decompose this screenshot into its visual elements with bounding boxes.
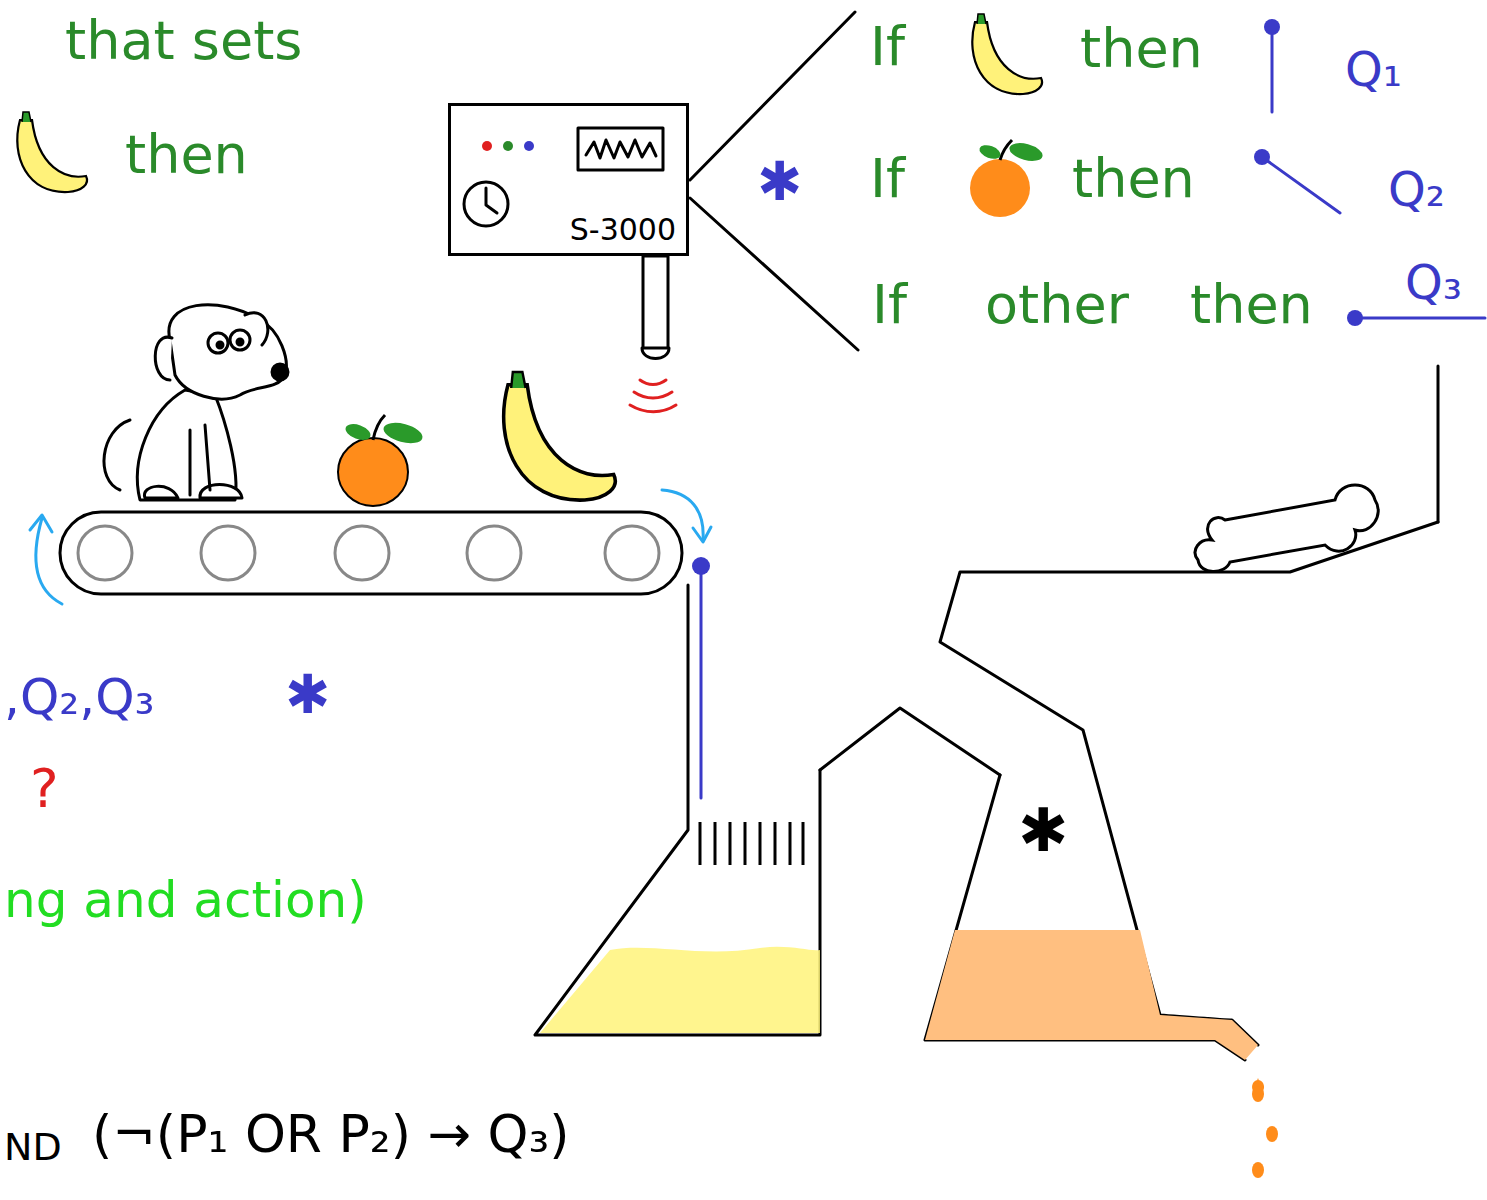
yellow-juice bbox=[540, 947, 820, 1033]
output-list: ,Q₂,Q₃ bbox=[4, 672, 155, 722]
note-text: then bbox=[125, 128, 248, 182]
formula-text: ND bbox=[4, 1128, 62, 1166]
juice-drips bbox=[1252, 1078, 1278, 1178]
banana bbox=[972, 14, 1042, 94]
scan-waves bbox=[630, 380, 676, 412]
rule-text: then bbox=[1072, 152, 1195, 206]
measure-ticks bbox=[700, 822, 803, 865]
orange-fruit bbox=[338, 415, 425, 506]
dog bbox=[104, 305, 288, 500]
note-text: ng and action) bbox=[4, 875, 367, 925]
lever-symbols bbox=[1262, 27, 1485, 318]
banana bbox=[504, 372, 616, 500]
rule-text: other bbox=[985, 278, 1129, 332]
formula-text: (¬(P₁ OR P₂) → Q₃) bbox=[92, 1108, 570, 1160]
note-text: that sets bbox=[65, 14, 303, 68]
banana-icons bbox=[17, 14, 1042, 500]
output-name: Q₃ bbox=[1405, 258, 1462, 306]
output-name: Q₂ bbox=[1388, 165, 1445, 213]
output-name: Q₁ bbox=[1345, 45, 1402, 93]
rule-text: If bbox=[872, 278, 907, 332]
banana bbox=[17, 112, 87, 192]
rule-text: then bbox=[1190, 278, 1313, 332]
conveyor-rollers bbox=[78, 526, 659, 580]
rule-text: If bbox=[870, 152, 905, 206]
rotation-arrows bbox=[30, 490, 711, 604]
rule-text: then bbox=[1080, 22, 1203, 76]
orange-icon bbox=[970, 140, 1044, 217]
marker-symbol: ✱ bbox=[285, 668, 330, 722]
marker-symbol: ✱ bbox=[757, 155, 802, 209]
orange-juice bbox=[925, 930, 1258, 1060]
scanner-box: S-3000 bbox=[448, 103, 689, 256]
conveyor-belt bbox=[60, 512, 682, 594]
rule-text: If bbox=[870, 20, 905, 74]
question-mark: ? bbox=[30, 762, 59, 816]
device-name: S-3000 bbox=[570, 215, 676, 245]
marker-symbol: ✱ bbox=[1018, 800, 1068, 860]
bone bbox=[1195, 485, 1378, 572]
